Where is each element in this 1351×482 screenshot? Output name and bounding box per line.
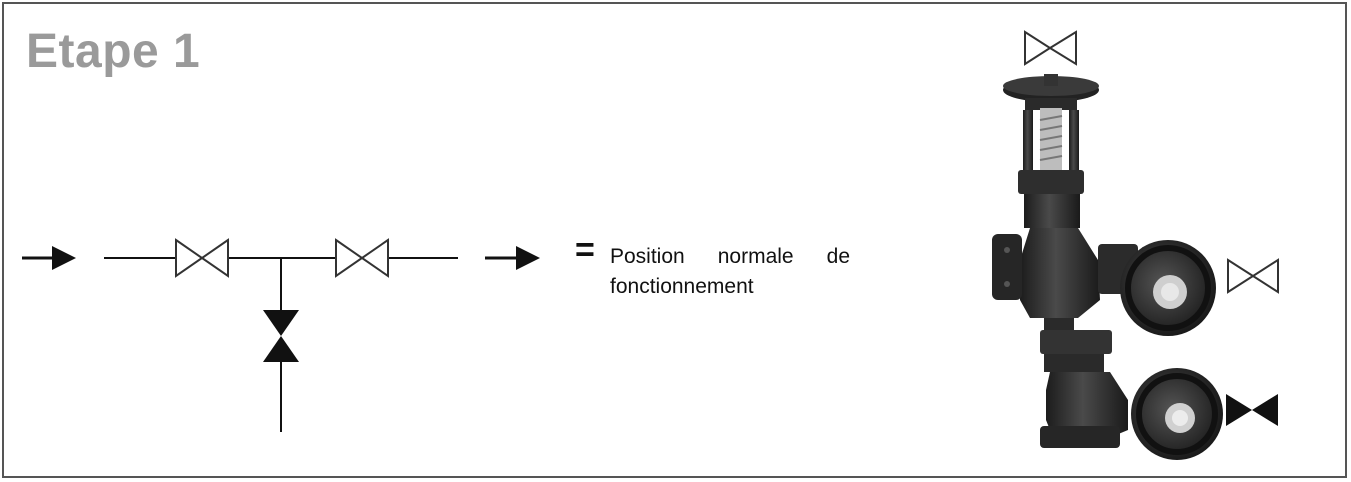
valve-body: [992, 228, 1138, 318]
outlet-flow-arrow: [485, 246, 540, 270]
inlet-flow-arrow: [22, 246, 76, 270]
legend-caption: Position normale de fonctionnement: [610, 242, 850, 302]
equals-sign: =: [575, 231, 595, 269]
photo-top-valve-open-icon: [1024, 30, 1077, 66]
main-right-valve-open-icon: [335, 238, 389, 278]
lower-connection: [1040, 318, 1112, 372]
top-handwheel: [1003, 74, 1099, 102]
lower-valve-body: [1040, 372, 1128, 448]
valve-yoke: [1018, 98, 1084, 228]
branch-valve-closed-icon: [263, 310, 299, 362]
main-left-valve-open-icon: [175, 238, 229, 278]
lower-handwheel: [1131, 368, 1223, 460]
caption-line-2: fonctionnement: [610, 275, 754, 298]
step-title: Etape 1: [26, 25, 201, 78]
side-handwheel: [1120, 240, 1216, 336]
photo-bottom-valve-closed-icon: [1226, 394, 1278, 426]
caption-line-1: Position normale de: [610, 245, 850, 268]
photo-side-valve-open-icon: [1227, 258, 1279, 294]
